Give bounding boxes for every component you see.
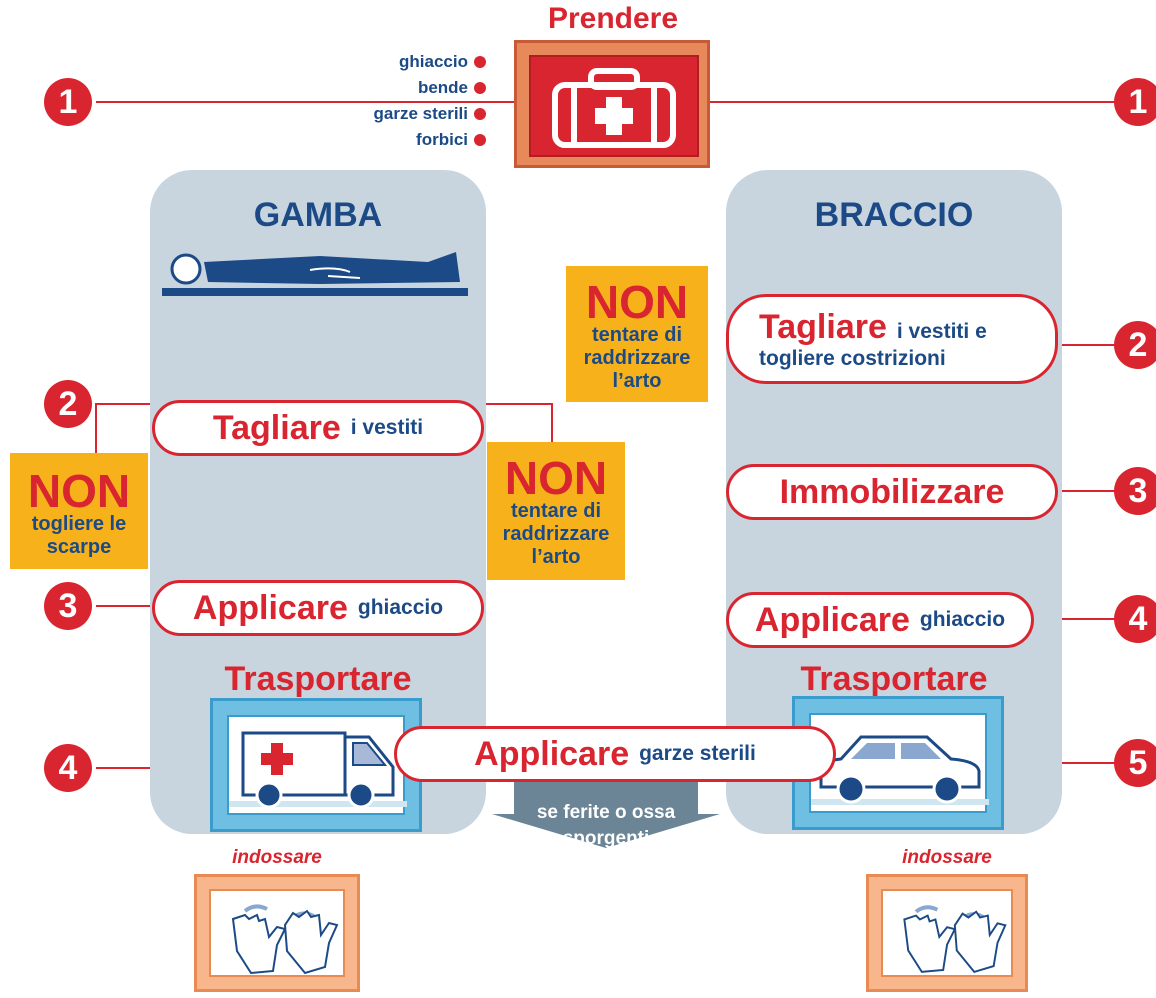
prendere-title: Prendere [547,2,679,35]
connector-line [551,403,553,443]
arrow-text: se ferite o ossa sporgenti [536,802,676,849]
first-aid-kit-inner [529,55,699,157]
bullet-dot [474,108,486,120]
indossare-label-left: indossare [232,847,322,868]
step-number-right-1: 1 [1114,78,1156,126]
ambulance-panel [227,715,407,815]
ambulance-frame [210,698,422,832]
connector-line [95,403,97,453]
step-pill-immobilizzare: Immobilizzare [726,464,1058,520]
connector-line [710,101,1120,103]
gloves-icon [231,904,339,975]
supply-item: bende [300,78,486,98]
step-number-right-4: 4 [1114,595,1156,643]
supply-item: garze sterili [300,104,486,124]
car-panel [809,713,989,813]
bullet-dot [474,56,486,68]
connector-line [1056,344,1120,346]
gloves-frame-left [194,874,360,992]
ambulance-icon [229,731,407,809]
step-number-left-2: 2 [44,380,92,428]
step-number-right-5: 5 [1114,739,1156,787]
gloves-icon [903,905,1007,973]
first-aid-kit-frame [514,40,710,168]
step-number-left-1: 1 [44,78,92,126]
connector-line [1004,762,1120,764]
connector-line [1034,618,1120,620]
connector-line [96,101,516,103]
car-frame [792,696,1004,830]
patient-lying-icon [162,252,468,296]
supply-item: forbici [300,130,486,150]
braccio-title: BRACCIO [814,196,974,234]
connector-line [96,605,156,607]
trasportare-title-right: Trasportare [800,660,988,698]
down-arrow-shape [492,768,720,848]
step-number-left-3: 3 [44,582,92,630]
bullet-dot [474,134,486,146]
step-number-right-2: 2 [1114,321,1156,369]
step-number-right-3: 3 [1114,467,1156,515]
indossare-label-right: indossare [902,847,992,868]
supply-item: ghiaccio [300,52,486,72]
first-aid-kit-icon [552,68,676,148]
step-number-left-4: 4 [44,744,92,792]
gloves-panel-left [209,889,345,977]
car-icon [811,735,989,805]
trasportare-title-left: Trasportare [224,660,412,698]
connector-line [1056,490,1120,492]
bullet-dot [474,82,486,94]
gamba-title: GAMBA [253,196,383,234]
gloves-frame-right [866,874,1028,992]
gloves-panel-right [881,889,1013,977]
